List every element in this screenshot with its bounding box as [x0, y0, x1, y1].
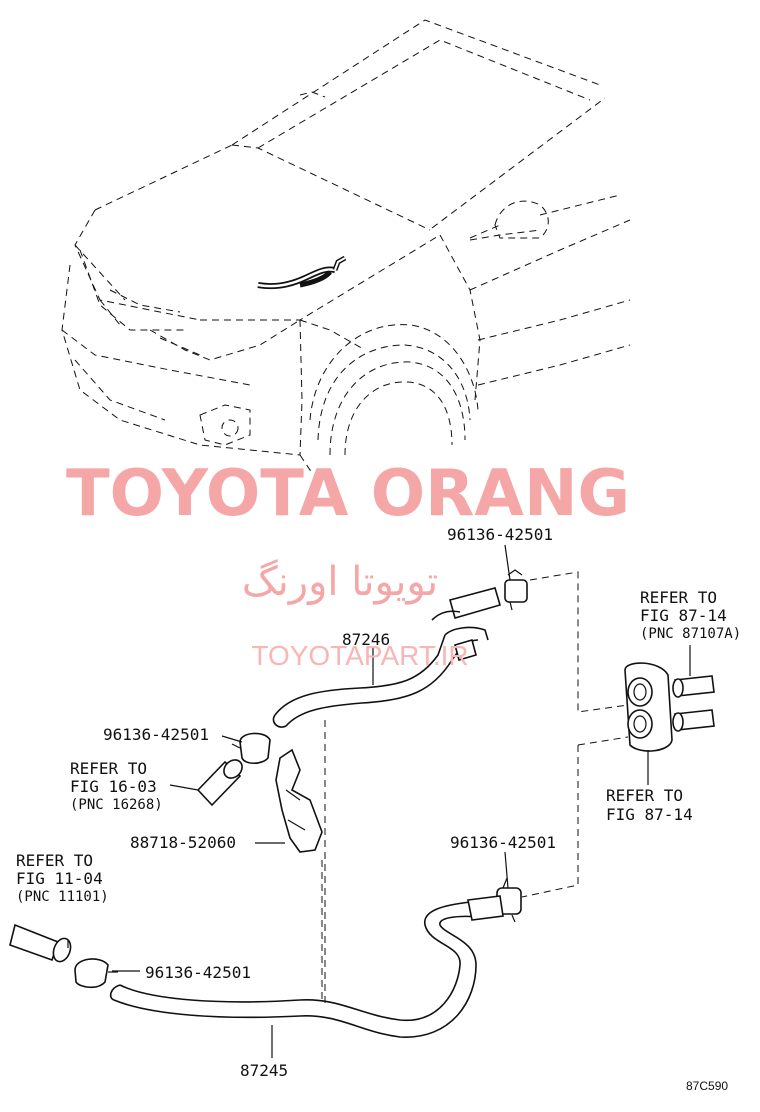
pipe-11-04 [9, 923, 72, 963]
label-refer-87a-line3: (PNC 87107A) [640, 626, 741, 642]
label-refer-87b-line2: FIG 87-14 [606, 805, 693, 824]
clamp-left [231, 732, 271, 765]
label-clamp-bottom-left: 96136-42501 [145, 963, 251, 982]
label-refer-11-line2: FIG 11-04 [16, 869, 103, 888]
watermark-url: TOYOTAPART.IR [251, 640, 468, 671]
part-labels: 96136-42501 87246 96136-42501 REFER TO F… [16, 525, 741, 1093]
label-refer-87b-line1: REFER TO [606, 786, 683, 805]
guide-lines [321, 571, 629, 1005]
label-bracket: 88718-52060 [130, 833, 236, 852]
label-clamp-top: 96136-42501 [447, 525, 553, 544]
label-refer-87a-line2: FIG 87-14 [640, 606, 727, 625]
clamp-top [504, 569, 528, 611]
label-clamp-left: 96136-42501 [103, 725, 209, 744]
clamp-bottom-left [74, 958, 118, 989]
hose-87246 [272, 587, 501, 728]
car-illustration [61, 19, 631, 476]
hose-87245 [109, 895, 504, 1038]
label-refer-16-line2: FIG 16-03 [70, 777, 157, 796]
bracket-88718 [275, 748, 323, 853]
diagram-code: 87C590 [686, 1079, 728, 1093]
watermark: TOYOTA ORANG تویوتا اورنگ TOYOTAPART.IR [66, 457, 630, 671]
pipe-16-03 [196, 759, 243, 807]
label-refer-16-line1: REFER TO [70, 759, 147, 778]
label-refer-11-line3: (PNC 11101) [16, 889, 109, 905]
heater-unit [624, 662, 715, 752]
label-refer-11-line1: REFER TO [16, 851, 93, 870]
watermark-persian: تویوتا اورنگ [242, 559, 438, 605]
label-hose-upper: 87246 [342, 630, 390, 649]
watermark-main: TOYOTA ORANG [66, 457, 630, 531]
label-clamp-right: 96136-42501 [450, 833, 556, 852]
label-refer-16-line3: (PNC 16268) [70, 797, 163, 813]
leader-lines [67, 544, 691, 1058]
label-refer-87a-line1: REFER TO [640, 588, 717, 607]
label-hose-lower: 87245 [240, 1061, 288, 1080]
